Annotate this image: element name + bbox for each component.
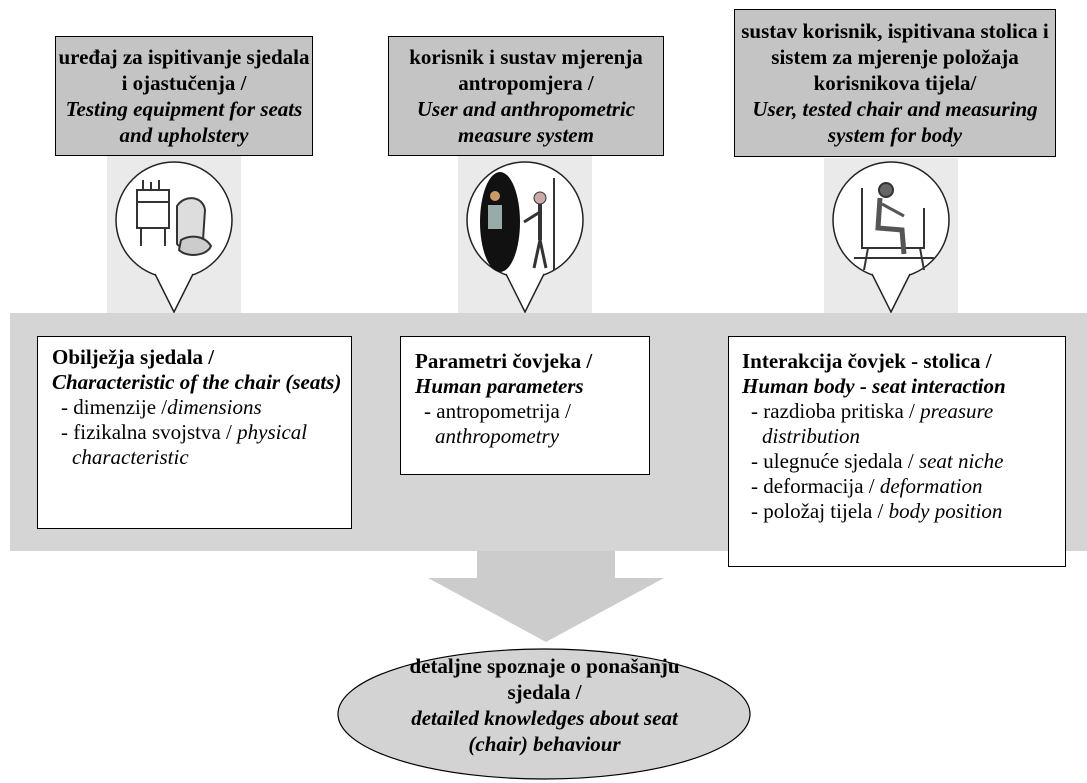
source-pin-2: [458, 150, 592, 313]
source-box-testing-equipment: uređaj za ispitivanje sjedala i ojastuče…: [55, 36, 313, 156]
parameter-title-hr: Interakcija čovjek - stolica /: [742, 349, 992, 373]
down-arrow: [428, 551, 664, 642]
anthropometric-measurement-icon: [480, 172, 555, 272]
seat-testing-equipment-icon: [136, 180, 213, 256]
parameter-title-hr: Parametri čovjeka /: [415, 349, 593, 373]
result-ellipse: [337, 648, 751, 780]
source-title-en: User and anthropometric measure system: [416, 97, 636, 147]
parameter-list: - dimenzije /dimensions - fizikalna svoj…: [52, 395, 351, 470]
source-title-en: User, tested chair and measuring system …: [752, 97, 1038, 147]
user-in-test-chair-icon: [854, 182, 934, 271]
list-item: - fizikalna svojstva / physical characte…: [61, 420, 308, 469]
result-title-hr: detaljne spoznaje o ponašanju sjedala /: [409, 654, 680, 704]
list-item: - položaj tijela / body position: [751, 499, 1003, 523]
source-title-hr: sustav korisnik, ispitivana stolica i si…: [741, 19, 1049, 95]
parameter-title-en: Characteristic of the chair (seats): [52, 370, 342, 394]
source-box-anthropometric: korisnik i sustav mjerenja antropomjera …: [388, 36, 664, 156]
parameter-list: - razdioba pritiska / preasure distribut…: [742, 399, 1065, 524]
result-title-en: detailed knowledges about seat (chair) b…: [411, 706, 678, 756]
parameter-title-en: Human body - seat interaction: [742, 374, 1006, 398]
source-pin-3: [824, 158, 958, 313]
parameter-title-hr: Obilježja sjedala /: [52, 345, 215, 369]
list-item: - ulegnuće sjedala / seat niche: [751, 449, 1004, 473]
source-pin-1: [107, 150, 241, 313]
source-title-en: Testing equipment for seats and upholste…: [65, 97, 303, 147]
list-item: - deformacija / deformation: [751, 474, 983, 498]
parameter-box-chair: Obilježja sjedala / Characteristic of th…: [37, 336, 352, 529]
parameter-list: - antropometrija / anthropometry: [415, 399, 649, 449]
source-box-user-chair-body: sustav korisnik, ispitivana stolica i si…: [734, 9, 1056, 157]
list-item: - razdioba pritiska / preasure distribut…: [751, 399, 994, 448]
result-text: detaljne spoznaje o ponašanju sjedala / …: [337, 653, 752, 757]
source-title-hr: korisnik i sustav mjerenja antropomjera …: [409, 45, 643, 95]
source-title-hr: uređaj za ispitivanje sjedala i ojastuče…: [58, 45, 310, 95]
parameter-title-en: Human parameters: [415, 374, 584, 398]
list-item: - dimenzije /dimensions: [61, 395, 262, 419]
parameter-box-human: Parametri čovjeka / Human parameters - a…: [400, 336, 650, 475]
list-item: - antropometrija / anthropometry: [424, 399, 571, 448]
parameter-box-interaction: Interakcija čovjek - stolica / Human bod…: [728, 336, 1066, 567]
